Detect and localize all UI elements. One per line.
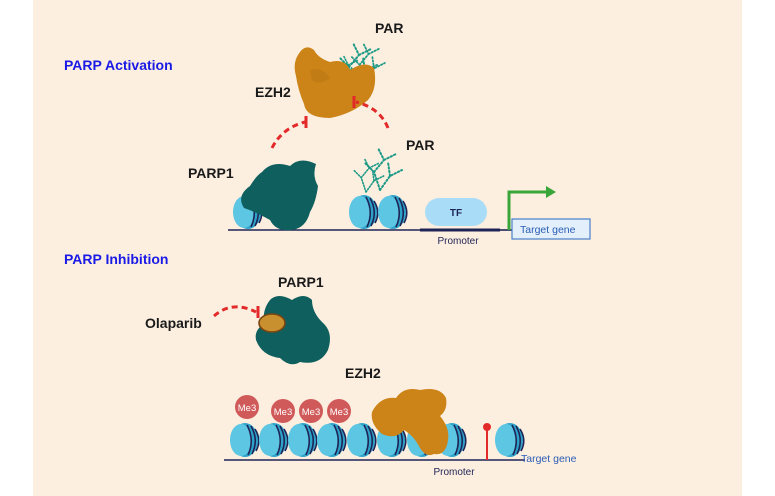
nucleosome bbox=[229, 422, 260, 458]
olaparib-label: Olaparib bbox=[145, 315, 202, 331]
nucleosome bbox=[287, 422, 318, 458]
svg-text:Me3: Me3 bbox=[274, 407, 292, 418]
parp1-protein bbox=[241, 160, 318, 231]
nucleosome bbox=[494, 422, 525, 458]
par-chain-chromatin bbox=[352, 147, 403, 193]
nucleosome bbox=[377, 194, 408, 230]
parp1-label: PARP1 bbox=[188, 165, 234, 181]
me3-mark: Me3 bbox=[271, 399, 295, 423]
olaparib-molecule bbox=[258, 313, 286, 333]
target-gene-label-inhibition: Target gene bbox=[521, 453, 577, 465]
inhibition-arrow-par-to-ezh2 bbox=[355, 100, 390, 129]
transcription-arrow bbox=[507, 190, 548, 230]
section-title-inhibition: PARP Inhibition bbox=[64, 251, 168, 267]
ezh2-label-inhibition: EZH2 bbox=[345, 365, 381, 381]
section-title-activation: PARP Activation bbox=[64, 57, 173, 73]
target-gene-box bbox=[511, 218, 591, 240]
target-gene-label-activation: Target gene bbox=[520, 224, 576, 236]
svg-text:Me3: Me3 bbox=[302, 407, 320, 418]
nucleosome bbox=[316, 422, 347, 458]
parp1-label-inhibition: PARP1 bbox=[278, 274, 324, 290]
ezh2-label: EZH2 bbox=[255, 84, 291, 100]
inhibition-arrow-parp1-to-ezh2 bbox=[270, 120, 306, 149]
promoter-label-activation: Promoter bbox=[437, 236, 479, 247]
nucleosome bbox=[348, 194, 379, 230]
repression-mark-head bbox=[483, 423, 491, 431]
inhibition-arrow-olaparib bbox=[213, 305, 257, 318]
par-label-top: PAR bbox=[375, 20, 404, 36]
promoter-label-inhibition: Promoter bbox=[433, 467, 475, 478]
me3-mark: Me3 bbox=[299, 399, 323, 423]
parp1-protein-inhibited bbox=[255, 296, 330, 365]
svg-text:Me3: Me3 bbox=[330, 407, 348, 418]
arrowhead-icon bbox=[546, 186, 556, 198]
tf-label: TF bbox=[450, 208, 462, 219]
par-label-chromatin: PAR bbox=[406, 137, 435, 153]
me3-mark: Me3 bbox=[327, 399, 351, 423]
transcription-factor bbox=[425, 198, 487, 226]
nucleosome bbox=[346, 422, 377, 458]
ezh2-protein-chromatin bbox=[371, 389, 449, 456]
ezh2-shade bbox=[310, 69, 330, 83]
nucleosome bbox=[258, 422, 289, 458]
svg-text:Me3: Me3 bbox=[238, 403, 256, 414]
me3-mark: Me3 bbox=[235, 395, 259, 419]
